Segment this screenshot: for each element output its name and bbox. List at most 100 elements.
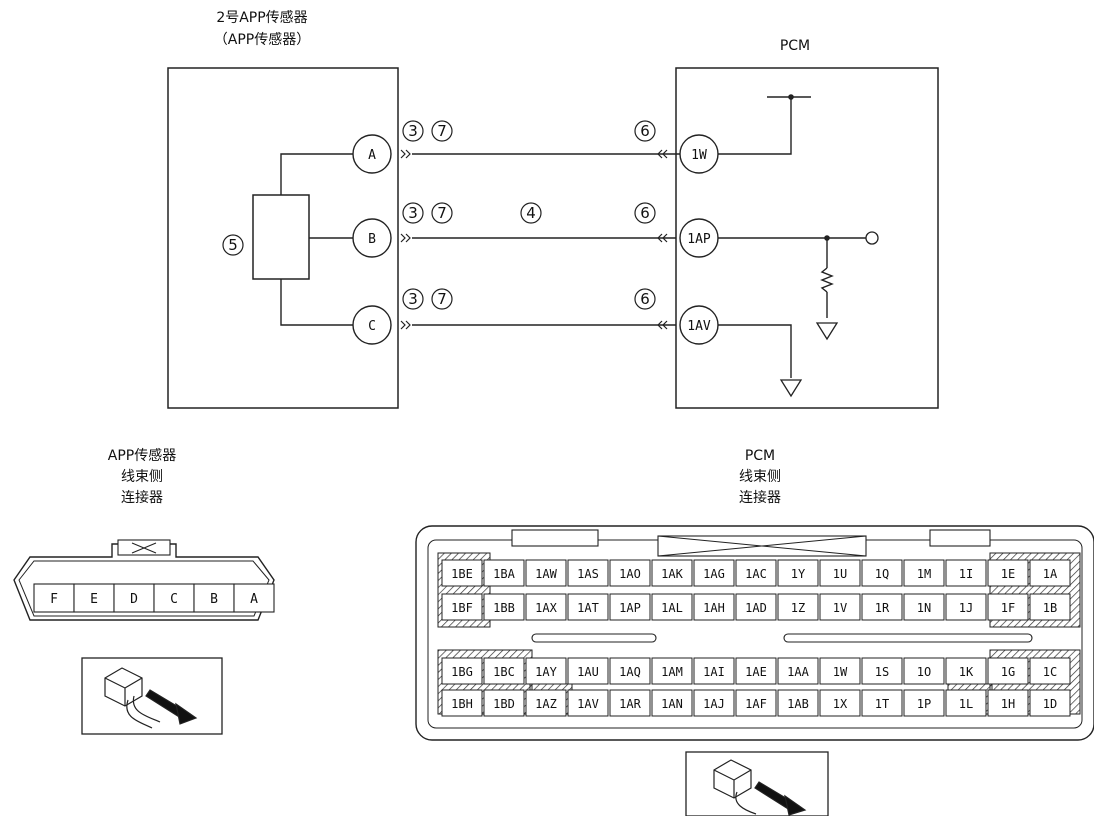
pcm-pin-label: 1K xyxy=(959,665,974,679)
sensor-pin-c-circle xyxy=(352,305,392,345)
sensor-title-line1: 2号APP传感器 xyxy=(216,9,307,26)
pcm-pin-cell xyxy=(567,657,609,685)
pcm-pin-label: 1D xyxy=(1043,697,1057,711)
pcm-pin-cell xyxy=(735,657,777,685)
pcm-pin-cell xyxy=(819,593,861,621)
pcm-pin-cell xyxy=(819,559,861,587)
pcm-pin-label: 1BG xyxy=(451,665,473,679)
pcm-pin-cell xyxy=(987,593,1029,621)
pcm-pin-cell xyxy=(987,657,1029,685)
app-plug-icon xyxy=(104,667,198,729)
callouts-c: 3 7 xyxy=(402,288,453,310)
pcm-pin-label: 1N xyxy=(917,601,931,615)
pcm-pin-cell xyxy=(609,559,651,587)
pcm-pin-cell xyxy=(441,559,483,587)
pcm-pin-label: 1AH xyxy=(703,601,725,615)
pcm-pin-label: 1AI xyxy=(703,665,725,679)
pcm-pin-cell xyxy=(525,593,567,621)
pcm-pin-label: 1BF xyxy=(451,601,473,615)
pcm-connector-title-2: 线束侧 xyxy=(739,469,781,485)
pcm-pin-cell xyxy=(777,657,819,685)
pcm-pin-label: 1J xyxy=(959,601,973,615)
pcm-pin-label: 1F xyxy=(1001,601,1015,615)
pcm-pin-cell xyxy=(945,689,987,717)
pcm-pin-label: 1AA xyxy=(787,665,809,679)
app-pin-label: F xyxy=(50,592,58,607)
pcm-pin-cell xyxy=(735,593,777,621)
pcm-pin-1av: 1AV xyxy=(687,319,711,334)
pcm-pin-cell xyxy=(483,657,525,685)
callout-pcm-6-b: 6 xyxy=(640,204,650,222)
pcm-pin-cell xyxy=(651,559,693,587)
app-pin-cell xyxy=(73,583,115,613)
pcm-connector-title-1: PCM xyxy=(745,448,775,464)
app-pin-cell xyxy=(113,583,155,613)
pcm-pin-label: 1AQ xyxy=(619,665,641,679)
pcm-pin-cell xyxy=(903,689,945,717)
sensor-pin-c: C xyxy=(368,319,376,334)
pcm-pin-label: 1C xyxy=(1043,665,1057,679)
connector-marks xyxy=(400,149,668,330)
pcm-pin-label: 1V xyxy=(833,601,847,615)
app-connector-title-1: APP传感器 xyxy=(108,447,176,464)
pcm-pin-cell xyxy=(525,689,567,717)
junction-dot-1ap xyxy=(824,235,830,241)
pcm-pin-label: 1S xyxy=(875,665,889,679)
pcm-pin-cell xyxy=(483,559,525,587)
pcm-pin-cell xyxy=(441,593,483,621)
pcm-pin-cell xyxy=(903,657,945,685)
pcm-pin-cell xyxy=(819,657,861,685)
pcm-pin-cell xyxy=(987,689,1029,717)
pcm-pin-cell xyxy=(735,559,777,587)
pcm-internal-wiring xyxy=(718,96,866,378)
pcm-pin-cell xyxy=(945,593,987,621)
pcm-pin-label: 1Q xyxy=(875,567,889,581)
pcm-pin-label: 1AC xyxy=(745,567,767,581)
pcm-pin-1ap: 1AP xyxy=(687,232,711,247)
pcm-pin-label: 1I xyxy=(959,567,973,581)
app-pin-cell xyxy=(153,583,195,613)
pcm-pin-label: 1BH xyxy=(451,697,473,711)
pcm-pin-cell xyxy=(609,689,651,717)
pcm-pin-label: 1AE xyxy=(745,665,767,679)
sensor-wire-c xyxy=(280,279,353,326)
pcm-pin-cell xyxy=(903,593,945,621)
pcm-pin-cell xyxy=(441,657,483,685)
pcm-pin-label: 1H xyxy=(1001,697,1015,711)
pcm-pin-cell xyxy=(483,689,525,717)
pcm-pin-cell xyxy=(1029,559,1071,587)
pcm-pin-cell xyxy=(651,593,693,621)
pcm-pin-cell xyxy=(777,689,819,717)
pcm-pin-label: 1U xyxy=(833,567,847,581)
sensor-pin-b-circle xyxy=(352,218,392,258)
pcm-plug-icon xyxy=(713,759,807,816)
pcm-pin-label: 1AB xyxy=(787,697,809,711)
pcm-pin-label: 1AF xyxy=(745,697,767,711)
pcm-pin-label: 1AL xyxy=(661,601,683,615)
pcm-pin-cell xyxy=(525,559,567,587)
pcm-pin-cell xyxy=(861,657,903,685)
pcm-pin-label: 1AT xyxy=(577,601,599,615)
pcm-pin-cell xyxy=(1029,657,1071,685)
callout-5 xyxy=(222,234,244,256)
pcm-pin-label: 1AW xyxy=(535,567,557,581)
pcm-pin-label: 1G xyxy=(1001,665,1015,679)
pcm-pin-label: 1AD xyxy=(745,601,767,615)
pcm-pin-label: 1AO xyxy=(619,567,641,581)
pcm-pin-cell xyxy=(483,593,525,621)
pcm-pin-label: 1AU xyxy=(577,665,599,679)
app-pin-label: B xyxy=(210,592,218,607)
sensor-title-line2: （APP传感器） xyxy=(214,31,310,48)
pcm-pin-label: 1AM xyxy=(661,665,683,679)
sensor-pin-b: B xyxy=(368,232,376,247)
pcm-pin-cell xyxy=(735,689,777,717)
callout-5-label: 5 xyxy=(228,236,238,254)
pcm-pin-label: 1P xyxy=(917,697,931,711)
callout-b-3: 3 xyxy=(408,204,418,222)
app-connector-title-3: 连接器 xyxy=(121,489,163,506)
app-pin-label: C xyxy=(170,592,178,607)
pcm-pin-label: 1BC xyxy=(493,665,515,679)
